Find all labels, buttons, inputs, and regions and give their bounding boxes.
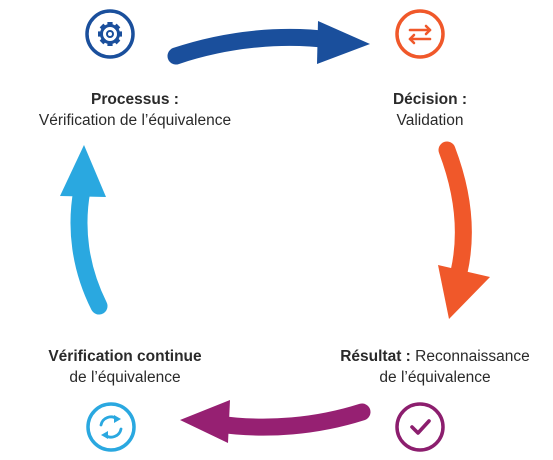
arrow-continuous-to-process <box>60 145 108 315</box>
process-text: Vérification de l’équivalence <box>38 112 232 129</box>
arrow-process-to-decision <box>167 21 370 65</box>
decision-text: Validation <box>396 112 464 129</box>
result-text-inline: Reconnaissance <box>415 348 530 365</box>
arrow-decision-to-result <box>438 141 490 319</box>
decision-step-label: Décision : Validation <box>330 89 530 131</box>
process-step-label: Processus : Vérification de l’équivalenc… <box>20 89 250 131</box>
gear-icon <box>85 9 135 59</box>
process-title: Processus : <box>91 91 179 108</box>
result-step-label: Résultat : Reconnaissance de l’équivalen… <box>320 346 550 388</box>
refresh-cycle-icon <box>86 402 136 452</box>
continuous-step-label: Vérification continue de l’équivalence <box>20 346 230 388</box>
decision-title: Décision : <box>392 91 468 108</box>
arrow-result-to-continuous <box>180 400 371 443</box>
result-title: Résultat : <box>340 348 411 365</box>
result-text: de l’équivalence <box>379 369 491 386</box>
continuous-title: Vérification continue <box>48 348 202 365</box>
continuous-text: de l’équivalence <box>69 369 181 386</box>
exchange-arrows-icon <box>395 9 445 59</box>
checkmark-icon <box>395 402 445 452</box>
